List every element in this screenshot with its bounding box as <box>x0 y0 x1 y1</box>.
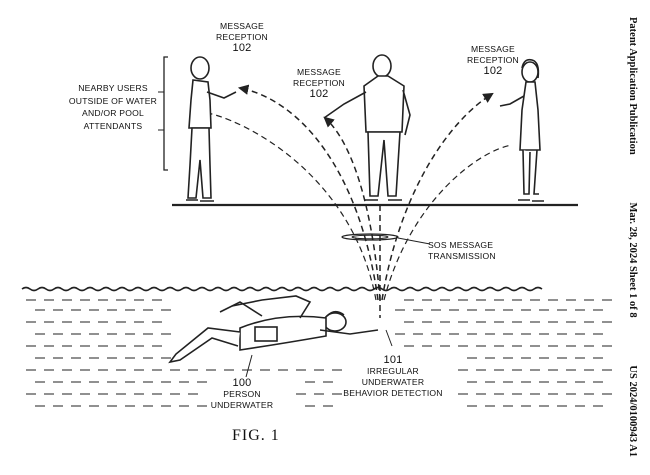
users-bracket <box>163 56 168 171</box>
message-reception-right-label: MESSAGE RECEPTION 102 <box>458 44 528 77</box>
message-reception-left-label: MESSAGE RECEPTION 102 <box>207 21 277 54</box>
label-number-102-left: 102 <box>232 42 252 54</box>
sos-emitter <box>341 233 399 241</box>
figure-caption: FIG. 1 <box>232 427 280 444</box>
patent-header: Patent Application Publication Mar. 28, … <box>622 17 638 457</box>
person-underwater-label: 100 PERSON UNDERWATER <box>200 378 284 411</box>
arc-to-left-user <box>237 84 379 301</box>
arc-outer-right <box>383 144 513 301</box>
date-sheet: Mar. 28, 2024 Sheet 1 of 8 <box>627 202 638 318</box>
message-paths <box>197 84 513 318</box>
sos-leader-line <box>397 237 431 245</box>
water-surface <box>21 286 543 292</box>
label-number-102-center: 102 <box>309 88 329 100</box>
center-user-figure <box>323 54 411 201</box>
message-reception-center-label: MESSAGE RECEPTION 102 <box>284 67 354 100</box>
water-dashes <box>26 299 612 407</box>
right-user-figure <box>499 58 544 202</box>
left-user-figure <box>186 56 237 202</box>
sos-transmission-label: SOS MESSAGE TRANSMISSION <box>428 240 496 261</box>
label-number-102-right: 102 <box>483 65 503 77</box>
label-number-100: 100 <box>232 377 252 389</box>
behavior-detection-label: 101 IRREGULAR UNDERWATER BEHAVIOR DETECT… <box>338 355 448 399</box>
publication-title: Patent Application Publication <box>627 17 638 155</box>
patent-number: US 2024/0100943 A1 <box>627 365 638 457</box>
label-number-101: 101 <box>383 354 403 366</box>
arc-to-center-user <box>323 116 381 301</box>
swimmer-figure <box>168 295 379 364</box>
arc-outer-left <box>197 111 377 301</box>
arc-to-right-user <box>381 92 494 301</box>
nearby-users-label: NEARBY USERS OUTSIDE OF WATER AND/OR POO… <box>68 83 158 131</box>
